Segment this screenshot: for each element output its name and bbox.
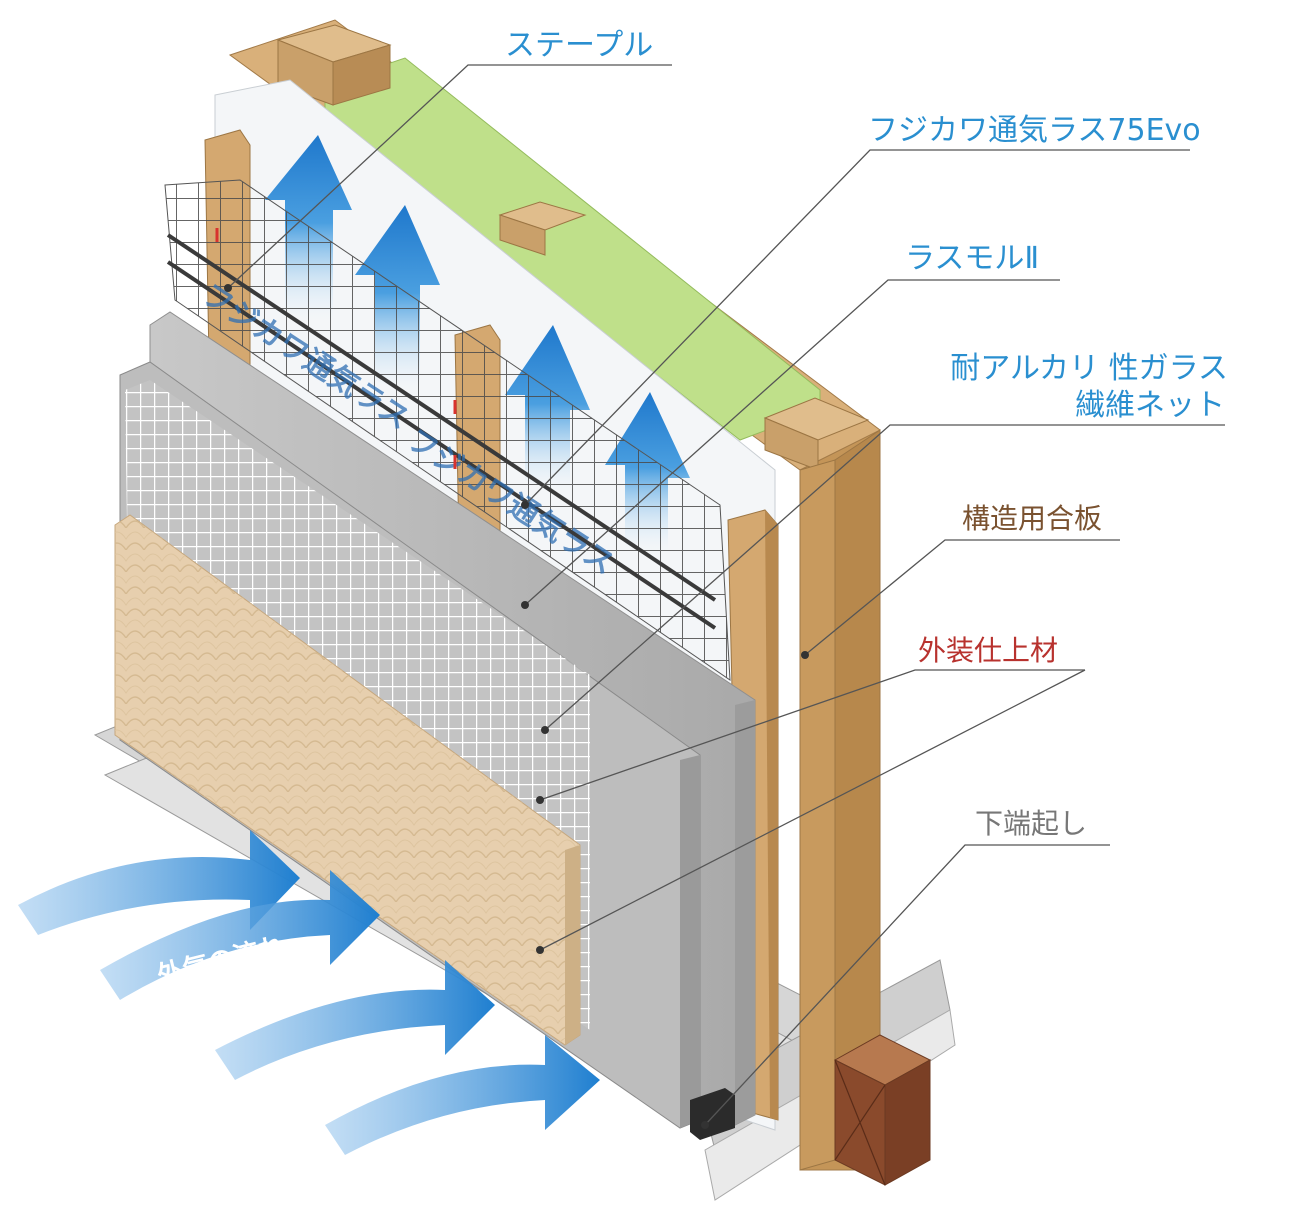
label-vent-lath: フジカワ通気ラス75Evo: [868, 113, 1201, 148]
label-bottom-flashing: 下端起し: [975, 807, 1087, 840]
label-glass-net-line2: 繊維ネット: [1075, 388, 1225, 423]
label-glass-net-line1: 耐アルカリ 性ガラス: [950, 351, 1228, 386]
label-rasmol: ラスモルⅡ: [905, 241, 1039, 276]
callout-labels: ステープル フジカワ通気ラス75Evo ラスモルⅡ 耐アルカリ 性ガラス 繊維ネ…: [505, 28, 1228, 840]
vent-lath-mesh: フジカワ通気ラス フジカワ通気ラス: [164, 179, 731, 681]
exterior-finish: [114, 514, 581, 1046]
right-post: [799, 429, 881, 1171]
label-staple: ステープル: [505, 28, 653, 63]
label-plywood: 構造用合板: [962, 502, 1102, 535]
bottom-flashing-profile: [690, 1088, 735, 1140]
label-finish: 外装仕上材: [918, 634, 1058, 667]
staple-marks: [215, 228, 457, 469]
leader-dots: [224, 284, 809, 1129]
leader-lines: [227, 64, 1225, 1126]
base-block: [833, 1034, 932, 1186]
top-studs: [276, 24, 870, 471]
